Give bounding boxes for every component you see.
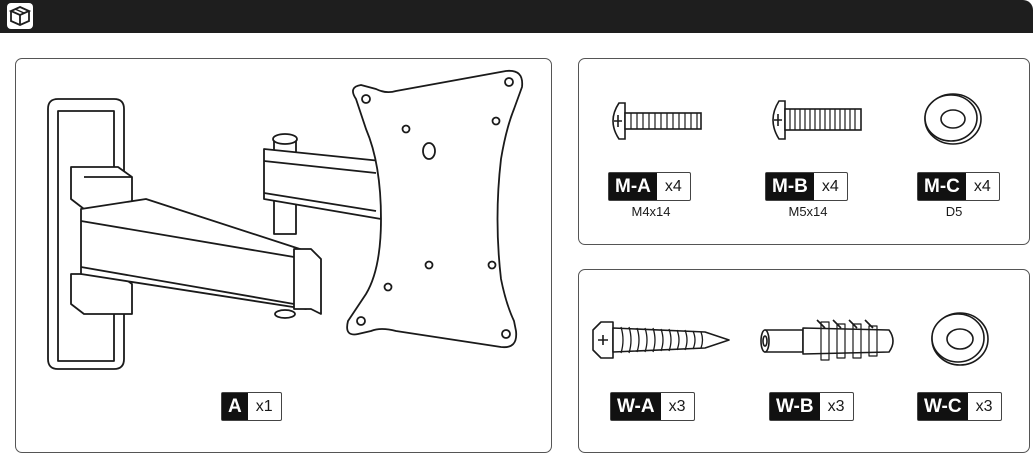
part-code: M-C [918,173,966,200]
machine-screws-panel: M-A x4 M4x14 M-B x4 M5x14 M-C x4 [578,58,1030,245]
part-quantity: x4 [821,177,839,195]
part-quantity: x4 [664,177,682,195]
part-code: W-A [611,393,661,420]
part-spec: D5 [945,204,963,219]
part-label-m-a: M-A x4 [608,172,691,201]
part-code: A [222,393,248,420]
part-quantity: x3 [668,397,686,415]
part-label-m-b: M-B x4 [765,172,848,201]
part-spec: M4x14 [631,204,671,219]
washer-icon [917,89,987,149]
part-quantity: x3 [975,397,993,415]
part-code: M-A [609,173,657,200]
part-label-m-c: M-C x4 [917,172,1000,201]
part-quantity: x3 [827,397,845,415]
part-code: M-B [766,173,814,200]
wall-hardware-panel: W-A x3 W-B x3 [578,269,1030,453]
machine-screw-icon [605,99,705,143]
part-label-w-b: W-B x3 [769,392,854,421]
part-spec: M5x14 [788,204,828,219]
header-bar [0,0,1033,33]
washer-icon [924,308,994,370]
part-label-a: A x1 [221,392,282,421]
part-code: W-C [918,393,968,420]
machine-screw-icon [765,97,865,143]
main-part-panel: A x1 [15,58,552,453]
tv-wall-mount-arm-icon [36,69,536,379]
part-label-w-a: W-A x3 [610,392,695,421]
wood-screw-icon [587,318,737,362]
wall-anchor-icon [759,316,899,364]
part-label-w-c: W-C x3 [917,392,1002,421]
part-quantity: x4 [973,177,991,195]
part-code: W-B [770,393,820,420]
part-quantity: x1 [255,397,273,415]
box-icon [7,3,33,29]
